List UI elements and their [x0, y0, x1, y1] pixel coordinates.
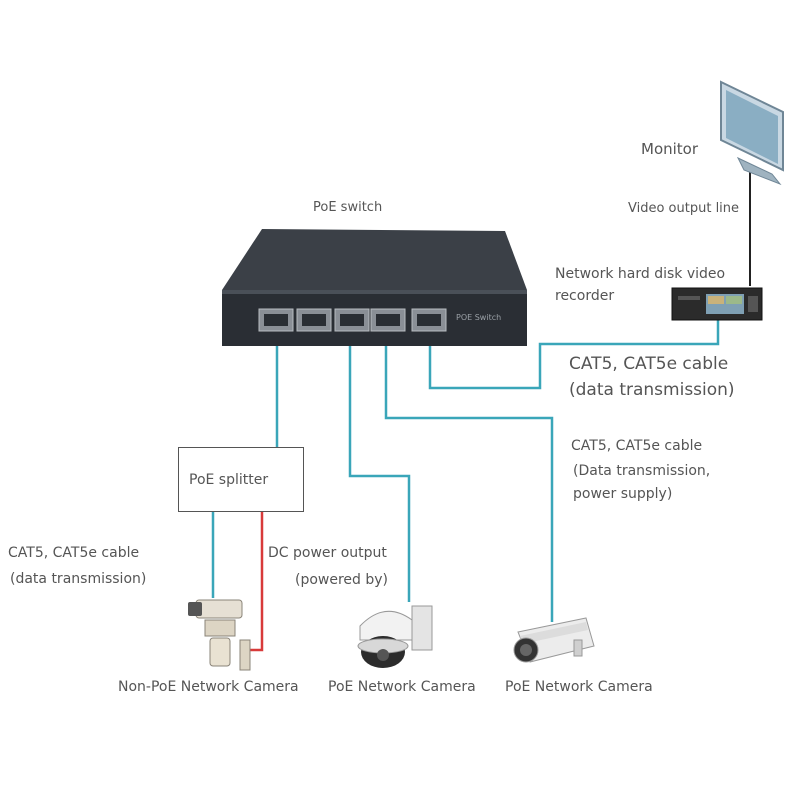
nvr-label-line1: Network hard disk video: [555, 266, 726, 282]
nvr-icon: [671, 287, 763, 321]
data-cables: [211, 318, 720, 622]
dc-power-cable: [248, 512, 264, 652]
camera-non-poe-label: Non-PoE Network Camera: [118, 679, 299, 695]
cable-power-label-line3: power supply): [573, 486, 673, 502]
poe-bullet-camera-icon: [513, 617, 595, 663]
cable-switch-to-bullet-camera: [384, 326, 554, 622]
nvr-label-line2: recorder: [555, 288, 615, 304]
poe-splitter-label: PoE splitter: [189, 472, 269, 488]
cable-switch-to-nvr: [428, 318, 720, 390]
video-output-line-label: Video output line: [628, 201, 740, 216]
poe-splitter: PoE splitter: [178, 447, 304, 512]
left-cable-label-line2: (data transmission): [10, 571, 147, 587]
dc-power-label-line2: (powered by): [295, 572, 389, 588]
cable-data-label-line1: CAT5, CAT5e cable: [569, 354, 729, 374]
poe-switch-icon: [222, 229, 527, 346]
camera-poe-dome-label: PoE Network Camera: [328, 679, 476, 695]
cable-power-label-line2: (Data transmission,: [573, 463, 711, 479]
monitor-icon: [720, 80, 784, 186]
dc-power-label-line1: DC power output: [268, 545, 387, 561]
left-cable-label-line1: CAT5, CAT5e cable: [8, 545, 140, 561]
non-poe-camera-icon: [188, 599, 251, 671]
camera-poe-bullet-label: PoE Network Camera: [505, 679, 653, 695]
cable-switch-to-dome-camera: [348, 326, 411, 602]
poe-dome-camera-icon: [357, 605, 433, 668]
poe-switch-label: PoE switch: [313, 200, 383, 215]
cable-data-label-line2: (data transmission): [569, 380, 735, 400]
cable-power-label-line1: CAT5, CAT5e cable: [571, 438, 703, 454]
monitor-label: Monitor: [641, 140, 699, 158]
switch-faceplate-label: POE Switch: [456, 313, 502, 322]
